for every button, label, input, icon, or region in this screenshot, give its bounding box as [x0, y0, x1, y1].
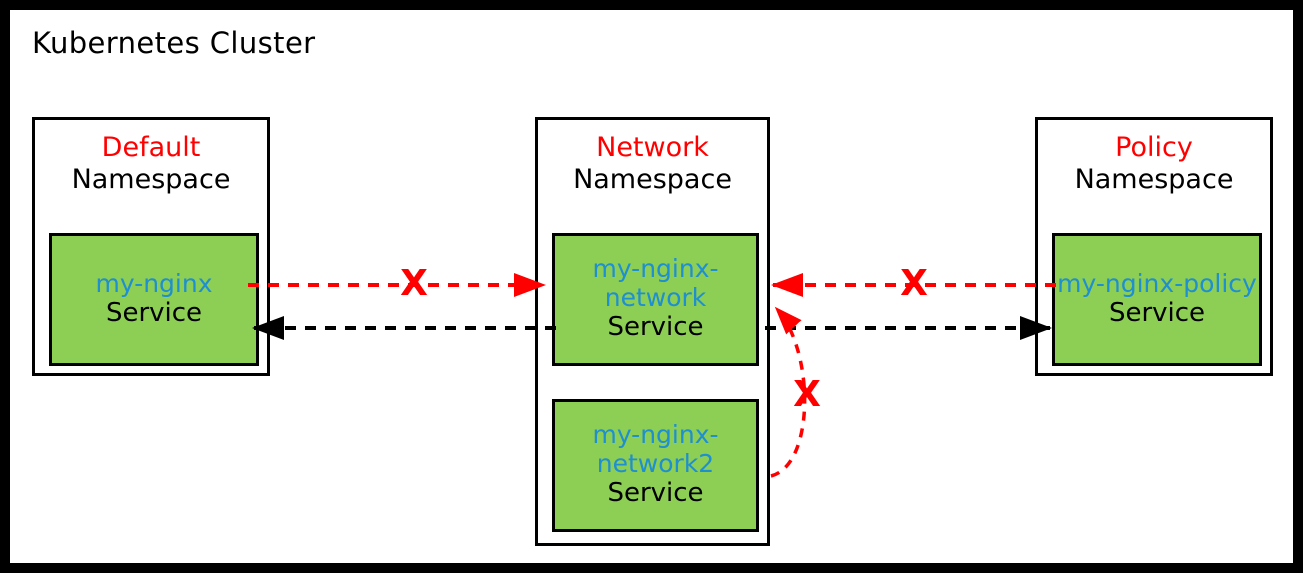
x-marker-default-network: X [400, 263, 428, 304]
namespace-default-name: Default [101, 132, 201, 163]
service-my-nginx-network-name: my-nginx-network [592, 254, 719, 312]
service-my-nginx-network-kind: Service [607, 312, 704, 343]
service-my-nginx-policy-kind: Service [1108, 298, 1206, 329]
service-my-nginx-kind: Service [105, 298, 203, 329]
page-title: Kubernetes Cluster [32, 26, 316, 60]
x-marker-policy-network: X [900, 263, 928, 304]
namespace-default[interactable]: Default Namespace my-nginx Service [32, 117, 270, 376]
namespace-policy-heading: Policy Namespace [1038, 132, 1270, 196]
namespace-network-label: Namespace [573, 163, 732, 195]
service-my-nginx-network2-kind: Service [607, 478, 704, 509]
service-my-nginx-network2[interactable]: my-nginx-network2 Service [552, 399, 759, 532]
service-my-nginx-network[interactable]: my-nginx-network Service [552, 233, 759, 366]
service-my-nginx-policy[interactable]: my-nginx-policy Service [1052, 233, 1262, 366]
service-my-nginx[interactable]: my-nginx Service [49, 233, 259, 366]
x-marker-network2-network: X [793, 374, 821, 415]
namespace-policy[interactable]: Policy Namespace my-nginx-policy Service [1035, 117, 1273, 376]
service-my-nginx-network2-name: my-nginx-network2 [592, 420, 719, 478]
namespace-policy-name: Policy [1115, 132, 1193, 163]
service-my-nginx-policy-name: my-nginx-policy [1057, 268, 1257, 298]
namespace-policy-label: Namespace [1074, 163, 1234, 195]
service-my-nginx-name: my-nginx [95, 268, 213, 298]
namespace-network[interactable]: Network Namespace my-nginx-network Servi… [535, 117, 770, 546]
namespace-network-heading: Network Namespace [538, 132, 767, 196]
namespace-default-heading: Default Namespace [35, 132, 267, 196]
namespace-network-name: Network [596, 132, 709, 163]
namespace-default-label: Namespace [71, 163, 231, 195]
